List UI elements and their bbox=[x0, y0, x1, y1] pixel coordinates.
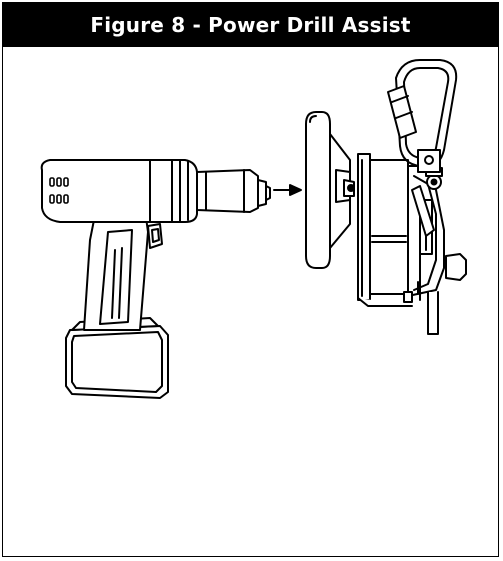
winch-handwheel-device-icon bbox=[305, 59, 467, 335]
device-mechanism bbox=[403, 165, 467, 335]
carabiner bbox=[387, 59, 458, 173]
drill-vents bbox=[49, 177, 69, 204]
figure-title: Figure 8 - Power Drill Assist bbox=[3, 3, 498, 47]
device-housing bbox=[357, 153, 413, 307]
arrow-right-icon bbox=[273, 184, 302, 196]
power-drill-icon bbox=[40, 159, 271, 399]
drill-handle bbox=[83, 209, 163, 331]
drill-body bbox=[40, 159, 198, 223]
handwheel bbox=[305, 111, 355, 269]
drill-chuck bbox=[196, 169, 271, 213]
